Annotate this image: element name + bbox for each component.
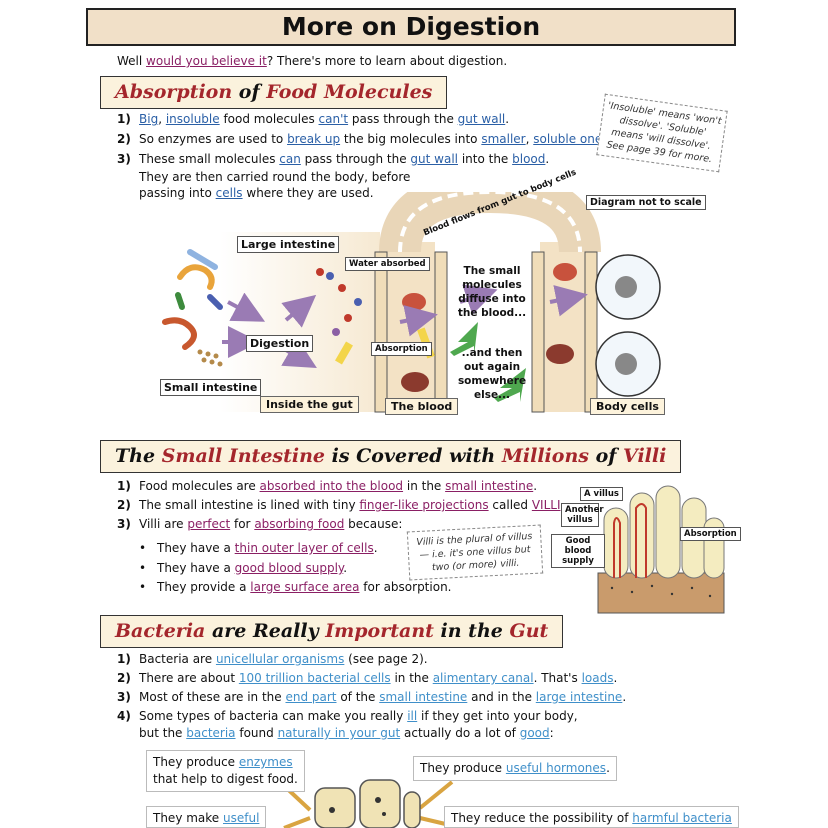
red-blood-cell [546,344,574,364]
vessel-wall [584,251,598,413]
bacteria-point-1: 1)Bacteria are unicellular organisms (se… [117,652,428,666]
page-title: More on Digestion [86,8,736,46]
section-heading-villi: The Small Intestine is Covered with Mill… [100,440,682,473]
section-heading-absorption: Absorption of Food Molecules [100,76,448,109]
wall-dots [610,584,712,598]
bacterium [314,779,421,828]
cell-nucleus [615,353,637,375]
vessel-wall [434,251,448,413]
intestine-wall [597,572,725,614]
villi-point-1: 1)Food molecules are absorbed into the b… [117,479,538,493]
benefit-useful: They make useful [146,806,267,828]
bacterium-dna [329,797,386,816]
absorption-point-3: 3)These small molecules can pass through… [117,152,550,166]
villi-bullet-1: •They have a thin outer layer of cells. [139,541,378,555]
intro-line: Well would you believe it? There's more … [117,54,508,68]
red-blood-cell [401,372,429,392]
red-blood-cell [553,263,577,281]
label-good-blood-supply: Good blood supply [551,534,605,568]
small-molecules [197,349,223,367]
bacteria-point-2: 2)There are about 100 trillion bacterial… [117,671,618,685]
blood-vessel [613,517,621,578]
label-another-villus: Another villus [561,503,604,527]
benefit-reduce-harmful: They reduce the possibility of harmful b… [444,806,739,828]
villi-diagram [597,485,725,614]
label-large-intestine: Large intestine [237,236,340,253]
label-body-cells: Body cells [590,398,665,415]
blood-vessel [635,503,647,578]
label-not-to-scale: Diagram not to scale [586,195,706,210]
arch-dashes [398,192,582,253]
absorption-point-3-line-2: They are then carried round the body, be… [139,170,411,184]
bacteria-diagram [278,779,455,828]
label-digestion: Digestion [246,335,314,352]
villi-point-2: 2)The small intestine is lined with tiny… [117,498,564,512]
vessel-wall [531,251,545,413]
section-heading-bacteria: Bacteria are Really Important in the Gut [100,615,564,648]
keyword: would you believe it [146,54,267,68]
cell-nucleus [615,276,637,298]
bacteria-point-3: 3)Most of these are in the end part of t… [117,690,627,704]
bacteria-point-4-line-2: but the bacteria found naturally in your… [139,726,554,740]
label-inside-gut: Inside the gut [260,396,359,413]
label-small-intestine: Small intestine [160,379,262,396]
red-blood-cell [402,293,426,311]
bacteria-point-4: 4)Some types of bacteria can make you re… [117,709,578,723]
absorption-point-3-line-3: passing into cells where they are used. [139,186,374,200]
benefit-enzymes: They produce enzymes that help to digest… [146,750,305,792]
villi-plural-note: Villi is the plural of villus— i.e. it's… [406,524,544,581]
label-the-blood: The blood [385,398,459,415]
label-water-absorbed: Water absorbed [345,257,430,271]
label-villi-absorption: Absorption [680,527,741,541]
villi-bullet-2: •They have a good blood supply. [139,561,348,575]
absorption-point-1: 1)Big, insoluble food molecules can't pa… [117,112,510,126]
label-a-villus: A villus [580,487,623,501]
green-arrows [450,322,526,402]
benefit-hormones: They produce useful hormones. [413,756,617,781]
label-absorption: Absorption [371,342,432,356]
villi-bullet-3: •They provide a large surface area for a… [139,580,452,594]
villi-point-3: 3)Villi are perfect for absorbing food b… [117,517,403,531]
big-molecules [162,249,223,350]
absorption-point-2: 2)So enzymes are used to break up the bi… [117,132,612,146]
vessel-wall [374,251,388,413]
